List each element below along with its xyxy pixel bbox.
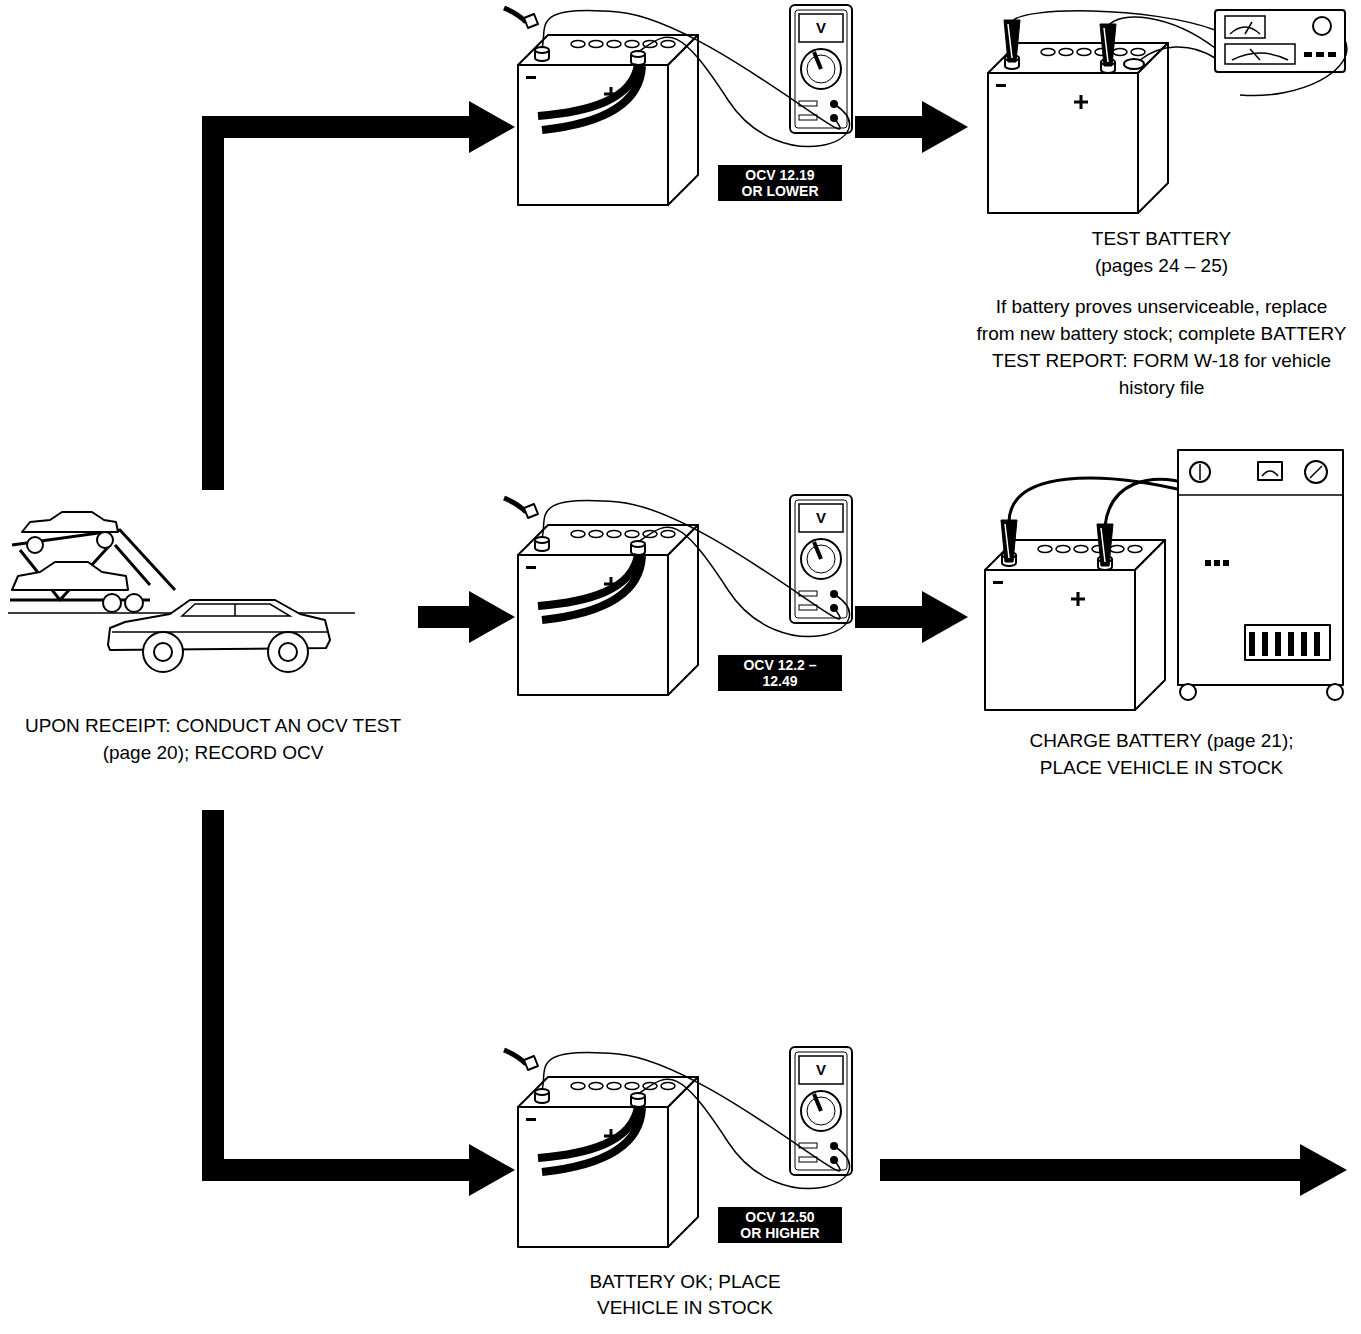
arrow-head [469, 101, 515, 153]
text-slot: OCV 12.50 OR HIGHER [718, 1207, 842, 1243]
ocv-reading: OCV 12.50 OR HIGHER BATTERY OK; PLACE VEH… [515, 1047, 855, 1330]
battery-tester [988, 10, 1347, 213]
text-slot: OCV 12.19 OR LOWER [718, 165, 842, 201]
meter-letter: V [801, 1060, 841, 1080]
step-caption: UPON RECEIPT: CONDUCT AN OCV TEST (page … [13, 712, 413, 766]
meter-label-slot: V [801, 1060, 841, 1080]
step-caption: If battery proves unserviceable, replace… [976, 293, 1348, 401]
meter-label-slot: V [801, 508, 841, 528]
arrow-shaft [213, 127, 471, 490]
car-carrier [8, 512, 355, 672]
text-slot: OCV 12.2 – 12.49 [718, 655, 842, 691]
flow-arrow [418, 591, 515, 643]
ocv-reading: OCV 12.2 – 12.49 [515, 495, 855, 700]
text-slot: UPON RECEIPT: CONDUCT AN OCV TEST (page … [13, 712, 413, 766]
arrow-shaft [418, 606, 471, 628]
flow-arrow [213, 101, 515, 490]
voltage-tag: OCV 12.19 OR LOWER [718, 165, 842, 201]
voltage-tag: OCV 12.50 OR HIGHER [718, 1207, 842, 1243]
arrow-shaft [855, 606, 924, 628]
test-step: TEST BATTERY (pages 24 – 25) If battery p… [968, 5, 1355, 407]
flow-arrow [855, 101, 968, 153]
arrow-head [469, 591, 515, 643]
text-slot: If battery proves unserviceable, replace… [976, 293, 1348, 401]
receipt-step: UPON RECEIPT: CONDUCT AN OCV TEST (page … [8, 490, 418, 810]
text-slot: TEST BATTERY (pages 24 – 25) [1074, 225, 1249, 279]
charge-step: CHARGE BATTERY (page 21); PLACE VEHICLE … [968, 445, 1355, 787]
arrow-shaft [855, 116, 924, 138]
arrow-head [922, 591, 968, 643]
text-slot: CHARGE BATTERY (page 21); PLACE VEHICLE … [1012, 727, 1312, 781]
free-arrow [880, 1144, 1347, 1196]
arrow-head [469, 1144, 515, 1196]
arrow-head [922, 101, 968, 153]
voltmeter-test [504, 5, 852, 1247]
battery-charger [985, 450, 1343, 710]
arrow-shaft [213, 810, 471, 1170]
step-caption: BATTERY OK; PLACE VEHICLE IN STOCK [560, 1269, 810, 1321]
ocv-reading: OCV 12.19 OR LOWER [515, 5, 855, 210]
meter-letter: V [801, 18, 841, 38]
flow-arrow [213, 810, 515, 1196]
flow-arrow [855, 591, 968, 643]
text-slot: BATTERY OK; PLACE VEHICLE IN STOCK [560, 1269, 810, 1321]
meter-letter: V [801, 508, 841, 528]
meter-label-slot: V [801, 18, 841, 38]
voltage-tag: OCV 12.2 – 12.49 [718, 655, 842, 691]
step-caption: CHARGE BATTERY (page 21); PLACE VEHICLE … [1012, 727, 1312, 781]
step-caption: TEST BATTERY (pages 24 – 25) [1074, 225, 1249, 279]
